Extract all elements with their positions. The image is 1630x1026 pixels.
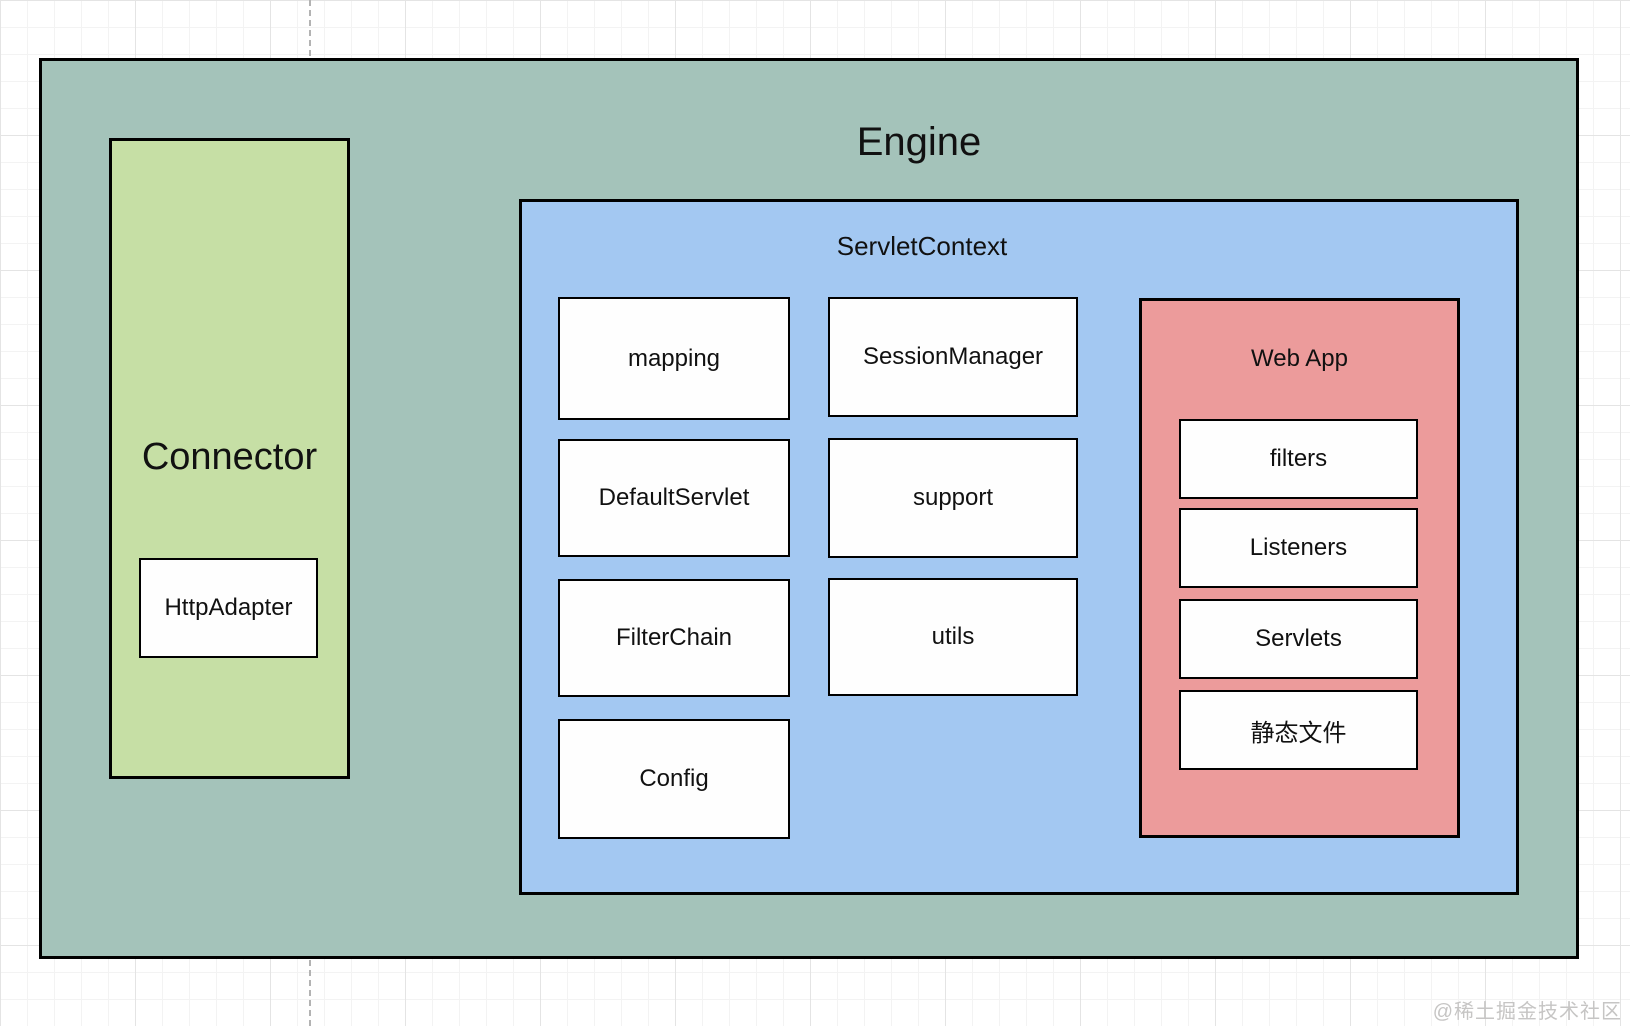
servlet-context-title: ServletContext	[836, 231, 1008, 261]
filter-chain-node: FilterChain	[558, 579, 790, 697]
web-app-title: Web App	[1251, 345, 1348, 372]
servlets-label: Servlets	[1255, 625, 1342, 652]
filters-label: filters	[1269, 445, 1328, 472]
filter-chain-label: FilterChain	[615, 624, 733, 651]
config-label: Config	[639, 765, 709, 792]
engine-title: Engine	[856, 120, 982, 164]
default-servlet-node: DefaultServlet	[558, 439, 790, 557]
static-files-label: 静态文件	[1250, 719, 1347, 747]
servlet-context-container: ServletContext mapping DefaultServlet Fi…	[519, 199, 1519, 895]
connector-title: Connector	[141, 436, 318, 478]
utils-node: utils	[828, 578, 1078, 696]
http-adapter-label: HttpAdapter	[164, 594, 293, 621]
mapping-label: mapping	[627, 344, 721, 372]
web-app-container: Web App filters Listeners Servlets 静态文件	[1139, 298, 1460, 838]
support-node: support	[828, 438, 1078, 558]
session-manager-label: SessionManager	[862, 343, 1044, 370]
session-manager-node: SessionManager	[828, 297, 1078, 417]
community-watermark: @稀土掘金技术社区	[1432, 1001, 1622, 1023]
engine-container: Engine Connector HttpAdapter ServletCont…	[39, 58, 1579, 959]
servlets-node: Servlets	[1179, 599, 1418, 679]
static-files-node: 静态文件	[1179, 690, 1418, 770]
support-label: support	[912, 484, 994, 511]
default-servlet-label: DefaultServlet	[598, 484, 750, 511]
listeners-label: Listeners	[1249, 534, 1348, 561]
config-node: Config	[558, 719, 790, 839]
utils-label: utils	[931, 623, 975, 650]
http-adapter-node: HttpAdapter	[139, 558, 318, 658]
mapping-node: mapping	[558, 297, 790, 420]
filters-node: filters	[1179, 419, 1418, 499]
listeners-node: Listeners	[1179, 508, 1418, 588]
connector-container: Connector HttpAdapter	[109, 138, 350, 779]
